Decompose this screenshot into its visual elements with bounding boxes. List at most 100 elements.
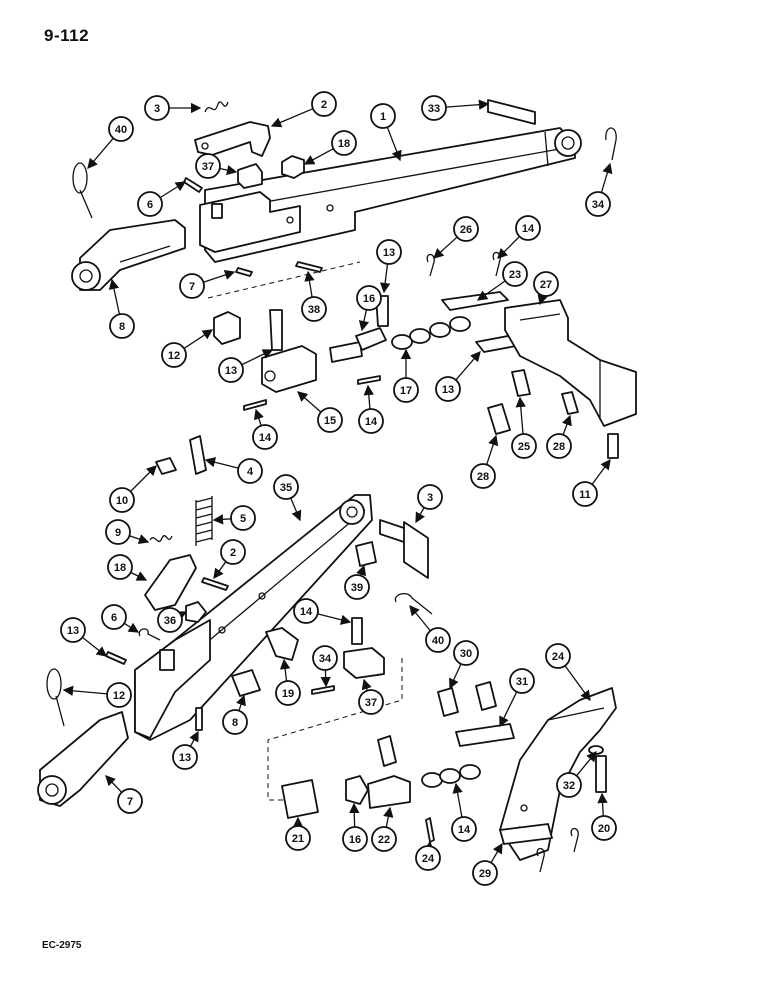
- callout-40: 40: [87, 116, 134, 169]
- callout-circle: [317, 407, 343, 433]
- callout-number: 36: [164, 615, 176, 627]
- upper-clip-26: [426, 253, 435, 277]
- lower-bolt-13b: [437, 687, 459, 717]
- callout-14: 14: [358, 384, 384, 434]
- lower-bolt-13d: [377, 735, 397, 767]
- lower-assembly: [37, 435, 617, 873]
- callout-leader: [241, 349, 274, 366]
- callout-circle: [172, 744, 198, 770]
- callout-leader: [455, 351, 481, 381]
- upper-pin-33: [487, 99, 536, 125]
- callout-circle: [356, 285, 382, 311]
- callout-circle: [453, 216, 479, 242]
- callout-leader: [303, 148, 334, 165]
- callout-number: 27: [540, 279, 552, 291]
- callout-leader: [123, 622, 140, 633]
- callout-circle: [435, 376, 461, 402]
- callout-circle: [511, 433, 537, 459]
- callout-10: 10: [109, 465, 157, 513]
- callout-circle: [585, 191, 611, 217]
- callout-number: 14: [259, 432, 272, 444]
- callout-leader: [236, 694, 246, 711]
- callout-leader: [62, 685, 108, 697]
- callout-leader: [130, 465, 157, 492]
- upper-clevis-15: [261, 345, 317, 393]
- callout-leader: [175, 611, 188, 621]
- lower-pin-7: [195, 707, 203, 731]
- callout-leader: [499, 691, 518, 728]
- lower-link-end: [37, 711, 129, 807]
- callout-26: 26: [433, 216, 479, 259]
- upper-linch-pin: [72, 162, 93, 219]
- lower-latch: [144, 554, 197, 611]
- callout-number: 12: [113, 690, 125, 702]
- callout-leader: [189, 730, 199, 747]
- callout-32: 32: [556, 750, 597, 798]
- callout-8: 8: [222, 694, 248, 735]
- callout-13: 13: [376, 239, 402, 294]
- callout-19: 19: [275, 658, 301, 706]
- callout-circle: [556, 772, 582, 798]
- callout-circle: [376, 239, 402, 265]
- callout-number: 9: [115, 527, 121, 539]
- callout-number: 5: [240, 513, 246, 525]
- callout-leader: [363, 384, 374, 410]
- callout-circle: [161, 342, 187, 368]
- callout-25: 25: [511, 396, 537, 459]
- upper-bolt-13: [511, 369, 531, 397]
- callout-circle: [101, 604, 127, 630]
- callout-17: 17: [393, 348, 419, 403]
- callout-8: 8: [108, 278, 135, 339]
- lower-sleeve-20: [281, 779, 319, 819]
- callout-circle: [195, 153, 221, 179]
- callout-leader: [561, 414, 572, 435]
- callout-number: 35: [280, 482, 292, 494]
- callout-14: 14: [252, 408, 278, 450]
- callout-13: 13: [172, 730, 199, 770]
- callout-number: 3: [154, 103, 160, 115]
- callout-circle: [415, 845, 441, 871]
- callout-number: 3: [427, 492, 433, 504]
- callout-number: 14: [365, 416, 378, 428]
- callout-circle: [509, 668, 535, 694]
- lower-bolt-32: [595, 755, 607, 793]
- callout-leader: [270, 108, 314, 128]
- callout-circle: [285, 825, 311, 851]
- upper-pin-7: [235, 267, 253, 277]
- callout-number: 6: [147, 199, 153, 211]
- callout-number: 13: [442, 384, 454, 396]
- callout-leader: [290, 497, 302, 522]
- lower-spring: [149, 535, 173, 543]
- lower-clip-34: [394, 592, 433, 615]
- callout-circle: [515, 215, 541, 241]
- callout-circle: [179, 273, 205, 299]
- callout-number: 1: [380, 111, 386, 123]
- callout-38: 38: [301, 270, 327, 322]
- callout-circle: [144, 95, 170, 121]
- callout-leader: [82, 636, 108, 657]
- callout-circle: [230, 505, 256, 531]
- callout-circle: [470, 463, 496, 489]
- callout-12: 12: [62, 682, 132, 708]
- callout-34: 34: [312, 645, 338, 688]
- lower-linch-pin: [46, 668, 65, 727]
- lower-plate-24a: [455, 723, 515, 747]
- callout-40: 40: [409, 604, 451, 653]
- lower-nut-21: [345, 775, 369, 805]
- lower-pin-35: [379, 519, 429, 579]
- callout-circle: [344, 574, 370, 600]
- callout-number: 34: [319, 653, 332, 665]
- callout-leader: [87, 137, 114, 169]
- callout-number: 2: [321, 99, 327, 111]
- upper-pin-37: [237, 163, 263, 189]
- callout-number: 16: [363, 293, 375, 305]
- callout-leader: [317, 613, 352, 625]
- callout-circle: [502, 261, 528, 287]
- callout-number: 7: [127, 796, 133, 808]
- callout-number: 14: [522, 223, 535, 235]
- lower-chain-22: [421, 764, 481, 788]
- upper-bolt-25: [561, 391, 579, 415]
